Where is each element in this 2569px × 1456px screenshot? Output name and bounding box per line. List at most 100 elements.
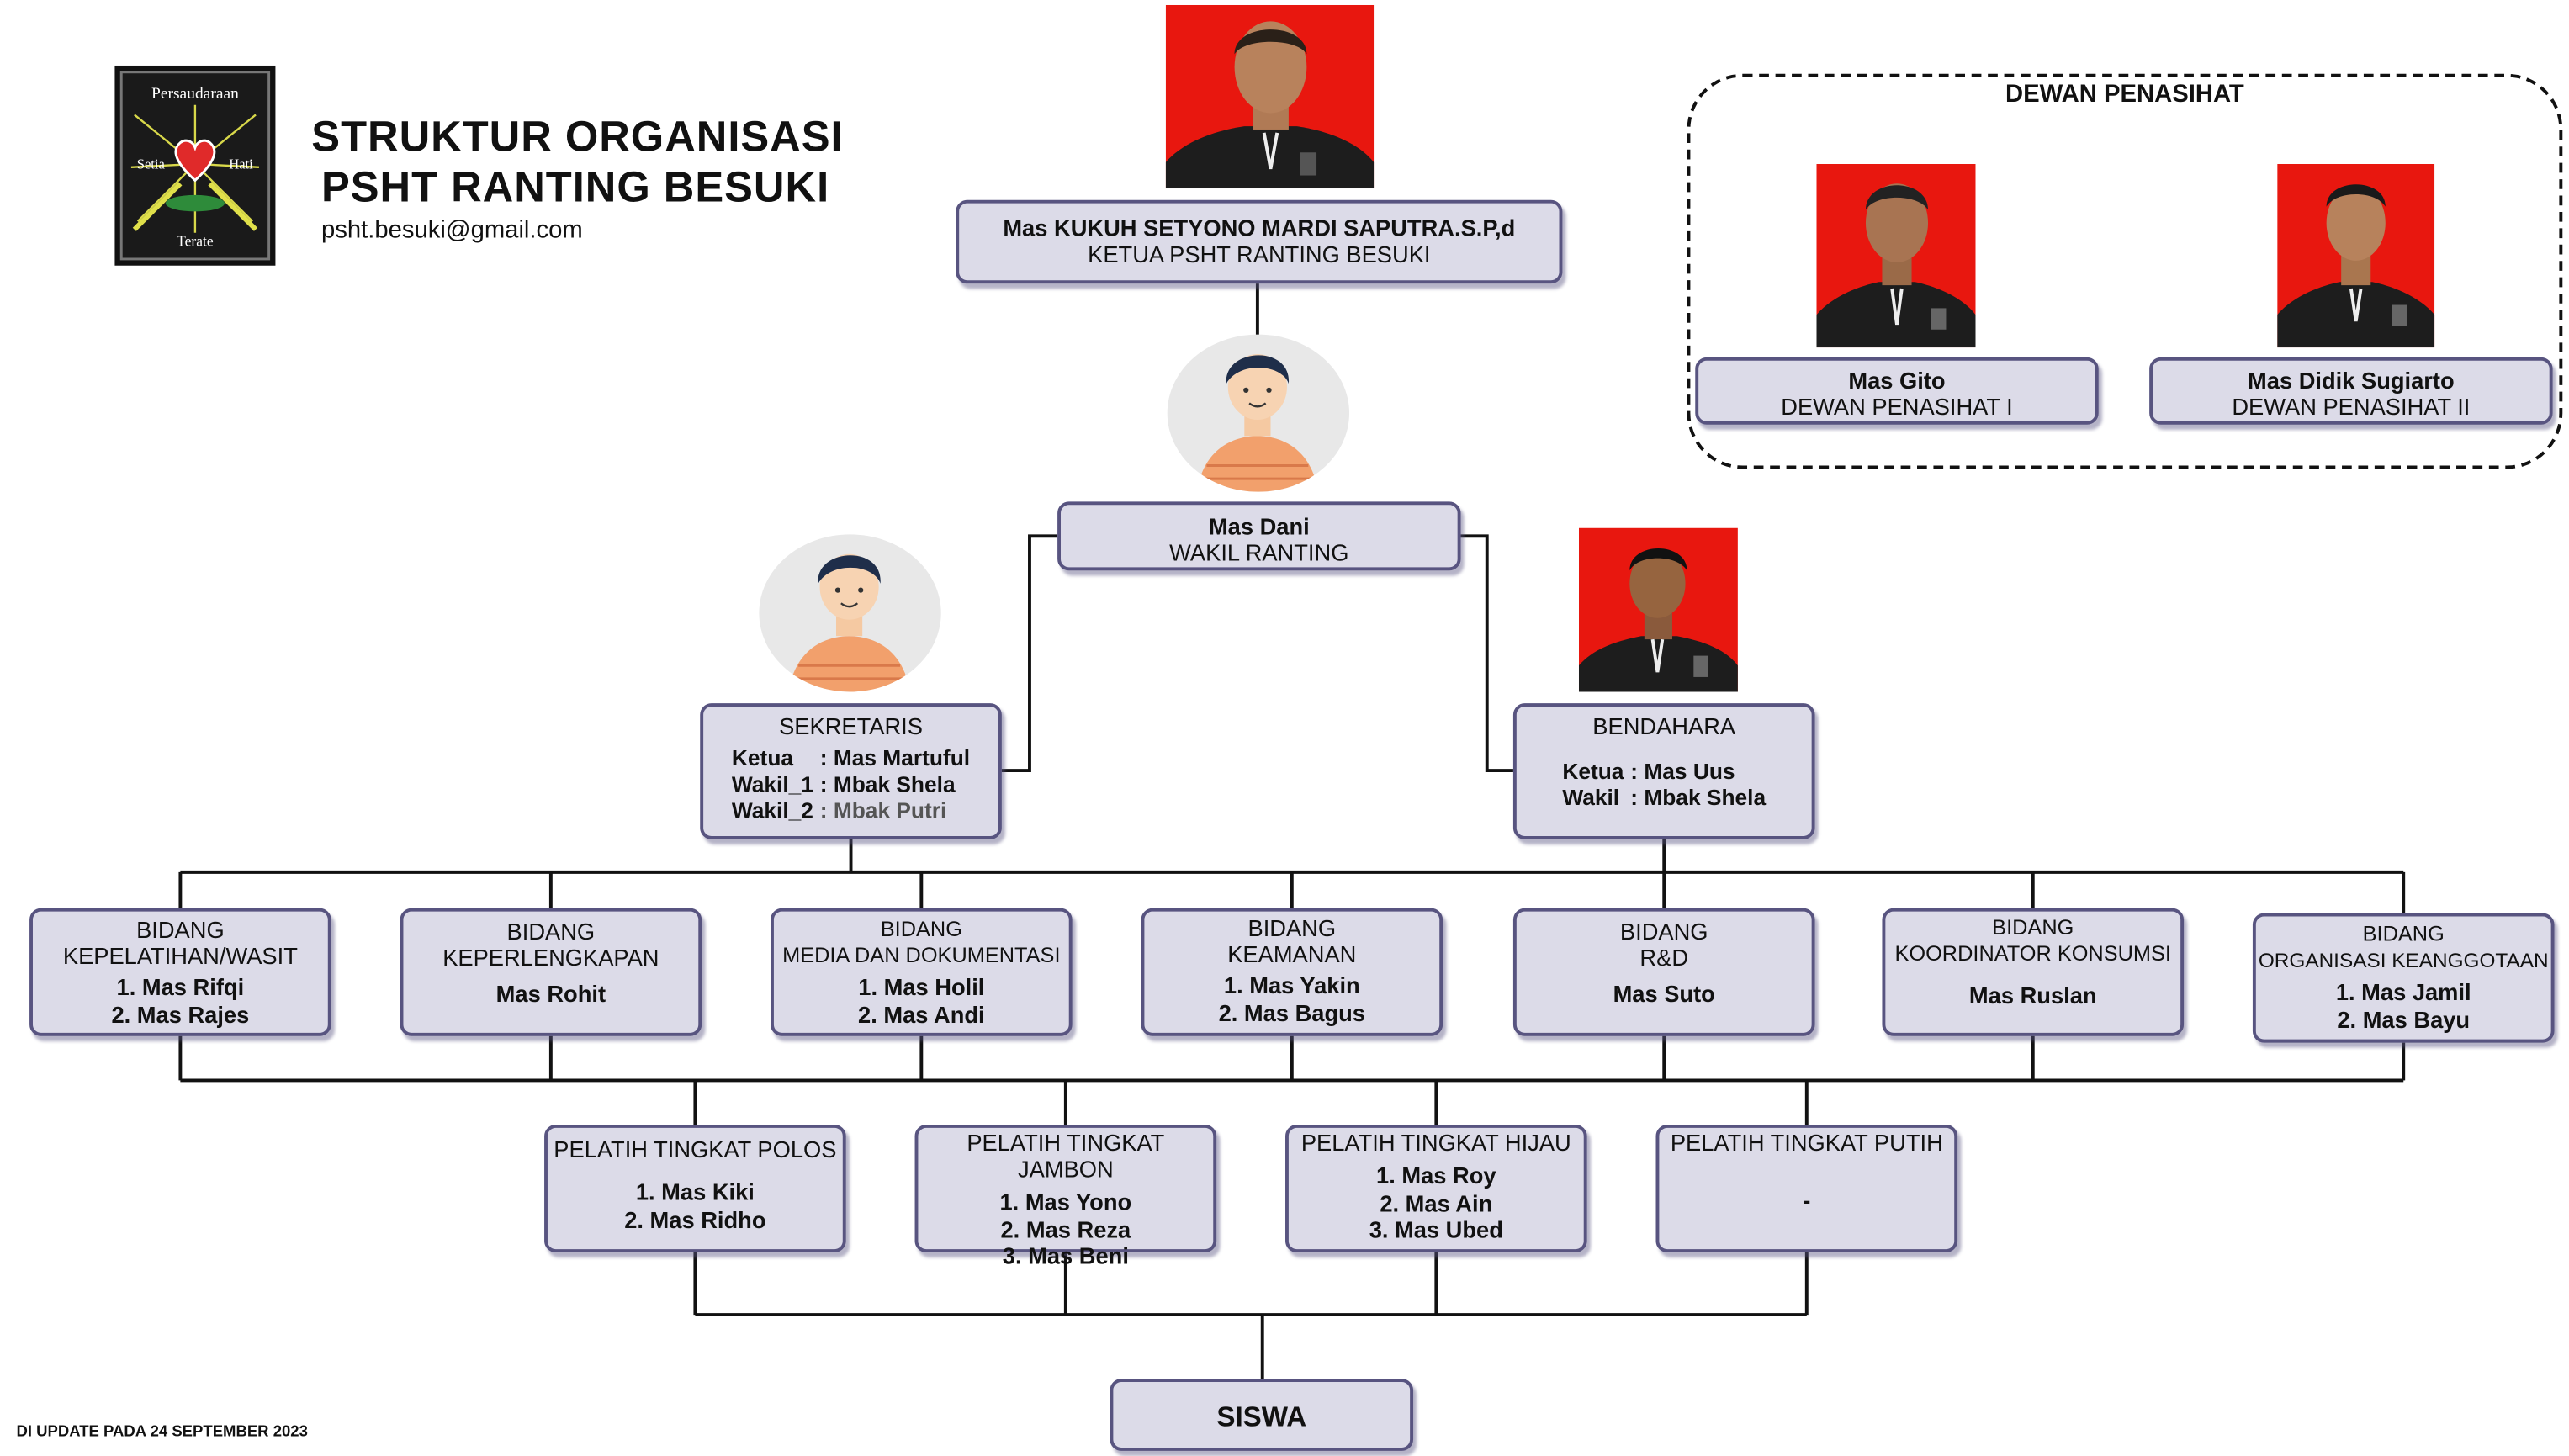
bidang-keamanan-box: BIDANG KEAMANAN 1. Mas Yakin 2. Mas Bagu… [1141, 908, 1443, 1036]
bidang-name: R&D [1639, 944, 1689, 971]
pelatih-members: 1. Mas Kiki 2. Mas Ridho [548, 1178, 843, 1232]
bendahara-row-value: : Mas Uus [1630, 759, 1735, 784]
member-name: 1. Mas Yono [999, 1189, 1132, 1215]
member-name: 3. Mas Ubed [1369, 1216, 1503, 1243]
pelatih-title: PELATIH TINGKAT POLOS [554, 1136, 837, 1162]
page-title-line2: PSHT RANTING BESUKI [321, 161, 830, 212]
member-name: 2. Mas Ridho [624, 1205, 766, 1232]
dewan-2-name: Mas Didik Sugiarto [2248, 367, 2455, 394]
dewan-1-box: Mas Gito DEWAN PENASIHAT I [1695, 357, 2099, 425]
bidang-name: KEAMANAN [1227, 940, 1357, 967]
bidang-members: 1. Mas Jamil 2. Mas Bayu [2256, 979, 2551, 1033]
member-name: 1. Mas Kiki [635, 1178, 755, 1205]
dewan-1-name: Mas Gito [1848, 367, 1946, 394]
bidang-label: BIDANG [2362, 921, 2445, 946]
bidang-members: 1. Mas Holil 2. Mas Andi [774, 974, 1069, 1028]
bendahara-title: BENDAHARA [1592, 712, 1736, 739]
wakil-avatar [1167, 334, 1350, 492]
member-name: 2. Mas Bayu [2337, 1005, 2471, 1032]
bidang-label: BIDANG [1619, 918, 1708, 945]
siswa-label: SISWA [1216, 1401, 1307, 1433]
psht-logo: Persaudaraan Setia Hati Terate [114, 65, 276, 266]
bidang-label: BIDANG [1247, 914, 1337, 941]
bidang-name: KEPELATIHAN/WASIT [62, 942, 298, 969]
member-name: 3. Mas Beni [1002, 1242, 1129, 1269]
bidang-label: BIDANG [1992, 914, 2074, 940]
member-name: 1. Mas Jamil [2335, 978, 2471, 1005]
member-name: Mas Rohit [495, 980, 606, 1007]
bidang-label: BIDANG [136, 916, 225, 943]
bidang-label: BIDANG [506, 918, 596, 945]
pelatih-title: PELATIH TINGKAT PUTIH [1670, 1129, 1943, 1157]
wakil-name: Mas Dani [1208, 513, 1310, 540]
bendahara-row-label: Ketua [1562, 759, 1624, 784]
pelatih-members: - [1659, 1187, 1954, 1214]
pelatih-putih-box: PELATIH TINGKAT PUTIH - [1655, 1125, 1958, 1253]
dewan-penasihat-frame [1687, 73, 2563, 469]
sekretaris-box: SEKRETARIS Ketua : Mas Martuful Wakil_1 … [700, 703, 1002, 839]
sekretaris-title: SEKRETARIS [779, 712, 923, 739]
sekretaris-row-label: Wakil_2 [731, 798, 813, 823]
pelatih-title: PELATIH TINGKAT JAMBON [967, 1129, 1165, 1183]
ketua-box: Mas KUKUH SETYONO MARDI SAPUTRA.S.P,d KE… [956, 199, 1563, 284]
dewan-title: DEWAN PENASIHAT [2005, 80, 2244, 109]
bidang-name: MEDIA DAN DOKUMENTASI [782, 942, 1061, 967]
member-name: 1. Mas Rifqi [116, 973, 245, 1000]
member-name: Mas Suto [1613, 980, 1715, 1007]
member-name: 1. Mas Roy [1376, 1162, 1496, 1189]
sekretaris-row-label: Ketua [731, 745, 794, 771]
dewan-1-role: DEWAN PENASIHAT I [1781, 393, 2013, 420]
logo-text-top: Persaudaraan [151, 85, 239, 103]
bidang-members: 1. Mas Rifqi 2. Mas Rajes [33, 974, 328, 1028]
bidang-label: BIDANG [880, 916, 962, 941]
bidang-rnd-box: BIDANG R&D Mas Suto [1512, 908, 1815, 1036]
logo-text-bottom: Terate [177, 232, 214, 249]
sekretaris-row-label: Wakil_1 [731, 771, 813, 797]
bidang-members: Mas Rohit [403, 981, 698, 1008]
member-name: 2. Mas Ain [1380, 1189, 1493, 1216]
update-note: DI UPDATE PADA 24 SEPTEMBER 2023 [16, 1422, 308, 1442]
member-name: 2. Mas Andi [858, 1000, 985, 1028]
ketua-role: KETUA PSHT RANTING BESUKI [1088, 241, 1431, 267]
member-name: 1. Mas Yakin [1223, 972, 1360, 998]
bidang-members: 1. Mas Yakin 2. Mas Bagus [1144, 972, 1439, 1026]
page-title-line1: STRUKTUR ORGANISASI [311, 111, 844, 161]
dewan-2-box: Mas Didik Sugiarto DEWAN PENASIHAT II [2149, 357, 2553, 425]
bidang-name: KEPERLENGKAPAN [442, 944, 659, 971]
member-name: Mas Ruslan [1968, 982, 2097, 1009]
ketua-photo [1165, 4, 1375, 189]
sekretaris-avatar [759, 534, 941, 692]
member-name: - [1803, 1187, 1811, 1214]
dewan-2-role: DEWAN PENASIHAT II [2232, 393, 2471, 420]
bendahara-row-value: : Mbak Shela [1630, 785, 1767, 810]
member-name: 2. Mas Reza [1000, 1215, 1131, 1242]
bendahara-row-label: Wakil [1562, 785, 1620, 810]
contact-email: psht.besuki@gmail.com [321, 216, 583, 245]
bidang-kepelatihan-box: BIDANG KEPELATIHAN/WASIT 1. Mas Rifqi 2.… [29, 908, 331, 1036]
pelatih-jambon-box: PELATIH TINGKAT JAMBON 1. Mas Yono 2. Ma… [914, 1125, 1217, 1269]
member-name: 2. Mas Bagus [1218, 998, 1365, 1026]
bidang-name: ORGANISASI KEANGGOTAAN [2258, 949, 2549, 972]
member-name: 2. Mas Rajes [111, 1000, 250, 1028]
pelatih-polos-box: PELATIH TINGKAT POLOS 1. Mas Kiki 2. Mas… [544, 1125, 846, 1253]
bidang-members: Mas Suto [1517, 981, 1812, 1008]
bidang-keperlengkapan-box: BIDANG KEPERLENGKAPAN Mas Rohit [400, 908, 702, 1036]
sekretaris-row-value: : Mas Martuful [819, 745, 971, 771]
bidang-name: KOORDINATOR KONSUMSI [1894, 940, 2171, 966]
bidang-media-box: BIDANG MEDIA DAN DOKUMENTASI 1. Mas Holi… [771, 908, 1073, 1036]
pelatih-members: 1. Mas Roy 2. Mas Ain 3. Mas Ubed [1289, 1162, 1584, 1243]
ketua-name: Mas KUKUH SETYONO MARDI SAPUTRA.S.P,d [1003, 214, 1516, 241]
wakil-box: Mas Dani WAKIL RANTING [1057, 501, 1461, 571]
sekretaris-row-value: : Mbak Shela [819, 771, 956, 797]
dewan-1-photo [1816, 163, 1976, 348]
dewan-2-photo [2277, 163, 2435, 348]
pelatih-members: 1. Mas Yono 2. Mas Reza 3. Mas Beni [918, 1189, 1213, 1269]
logo-text-left: Setia [137, 156, 166, 172]
bendahara-box: BENDAHARA Ketua : Mas Uus Wakil : Mbak S… [1512, 703, 1815, 839]
logo-text-right: Hati [229, 156, 253, 172]
pelatih-title: PELATIH TINGKAT HIJAU [1300, 1129, 1571, 1157]
wakil-role: WAKIL RANTING [1169, 539, 1349, 566]
sekretaris-members: Ketua : Mas Martuful Wakil_1 : Mbak Shel… [703, 746, 998, 825]
bidang-members: Mas Ruslan [1885, 982, 2180, 1009]
